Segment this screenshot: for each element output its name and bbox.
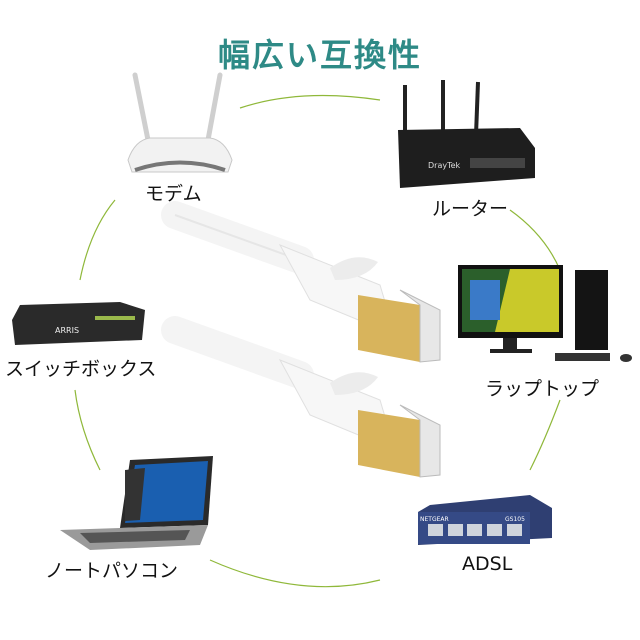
arc-right-top — [509, 209, 561, 271]
device-label-switchbox: スイッチボックス — [5, 358, 157, 380]
black-router-icon: DrayTek — [398, 80, 535, 188]
white-wifi-router-icon — [127, 72, 233, 173]
network-switch-icon: NETGEAR GS105 — [418, 495, 552, 545]
svg-text:GS105: GS105 — [505, 516, 525, 523]
device-label-adsl: ADSL — [462, 553, 513, 575]
cable-modem-icon: ARRIS — [12, 302, 145, 345]
device-label-desktop: ラップトップ — [485, 378, 600, 400]
arc-right-bottom — [529, 399, 561, 471]
arc-top — [239, 94, 381, 109]
arc-left-bottom — [74, 389, 101, 471]
desktop-pc-icon — [458, 265, 632, 362]
svg-text:DrayTek: DrayTek — [428, 161, 461, 170]
flat-ethernet-cable-icon — [161, 201, 441, 478]
svg-text:ARRIS: ARRIS — [55, 326, 79, 335]
device-label-router: ルーター — [432, 198, 509, 220]
device-label-modem: モデム — [145, 183, 202, 205]
svg-text:NETGEAR: NETGEAR — [420, 516, 449, 523]
device-label-laptop: ノートパソコン — [45, 560, 179, 582]
connection-arcs — [74, 94, 561, 588]
page-title: 幅広い互換性 — [217, 36, 422, 74]
arc-bottom — [209, 559, 381, 588]
arc-left-top — [79, 199, 116, 281]
laptop-icon — [60, 456, 213, 550]
